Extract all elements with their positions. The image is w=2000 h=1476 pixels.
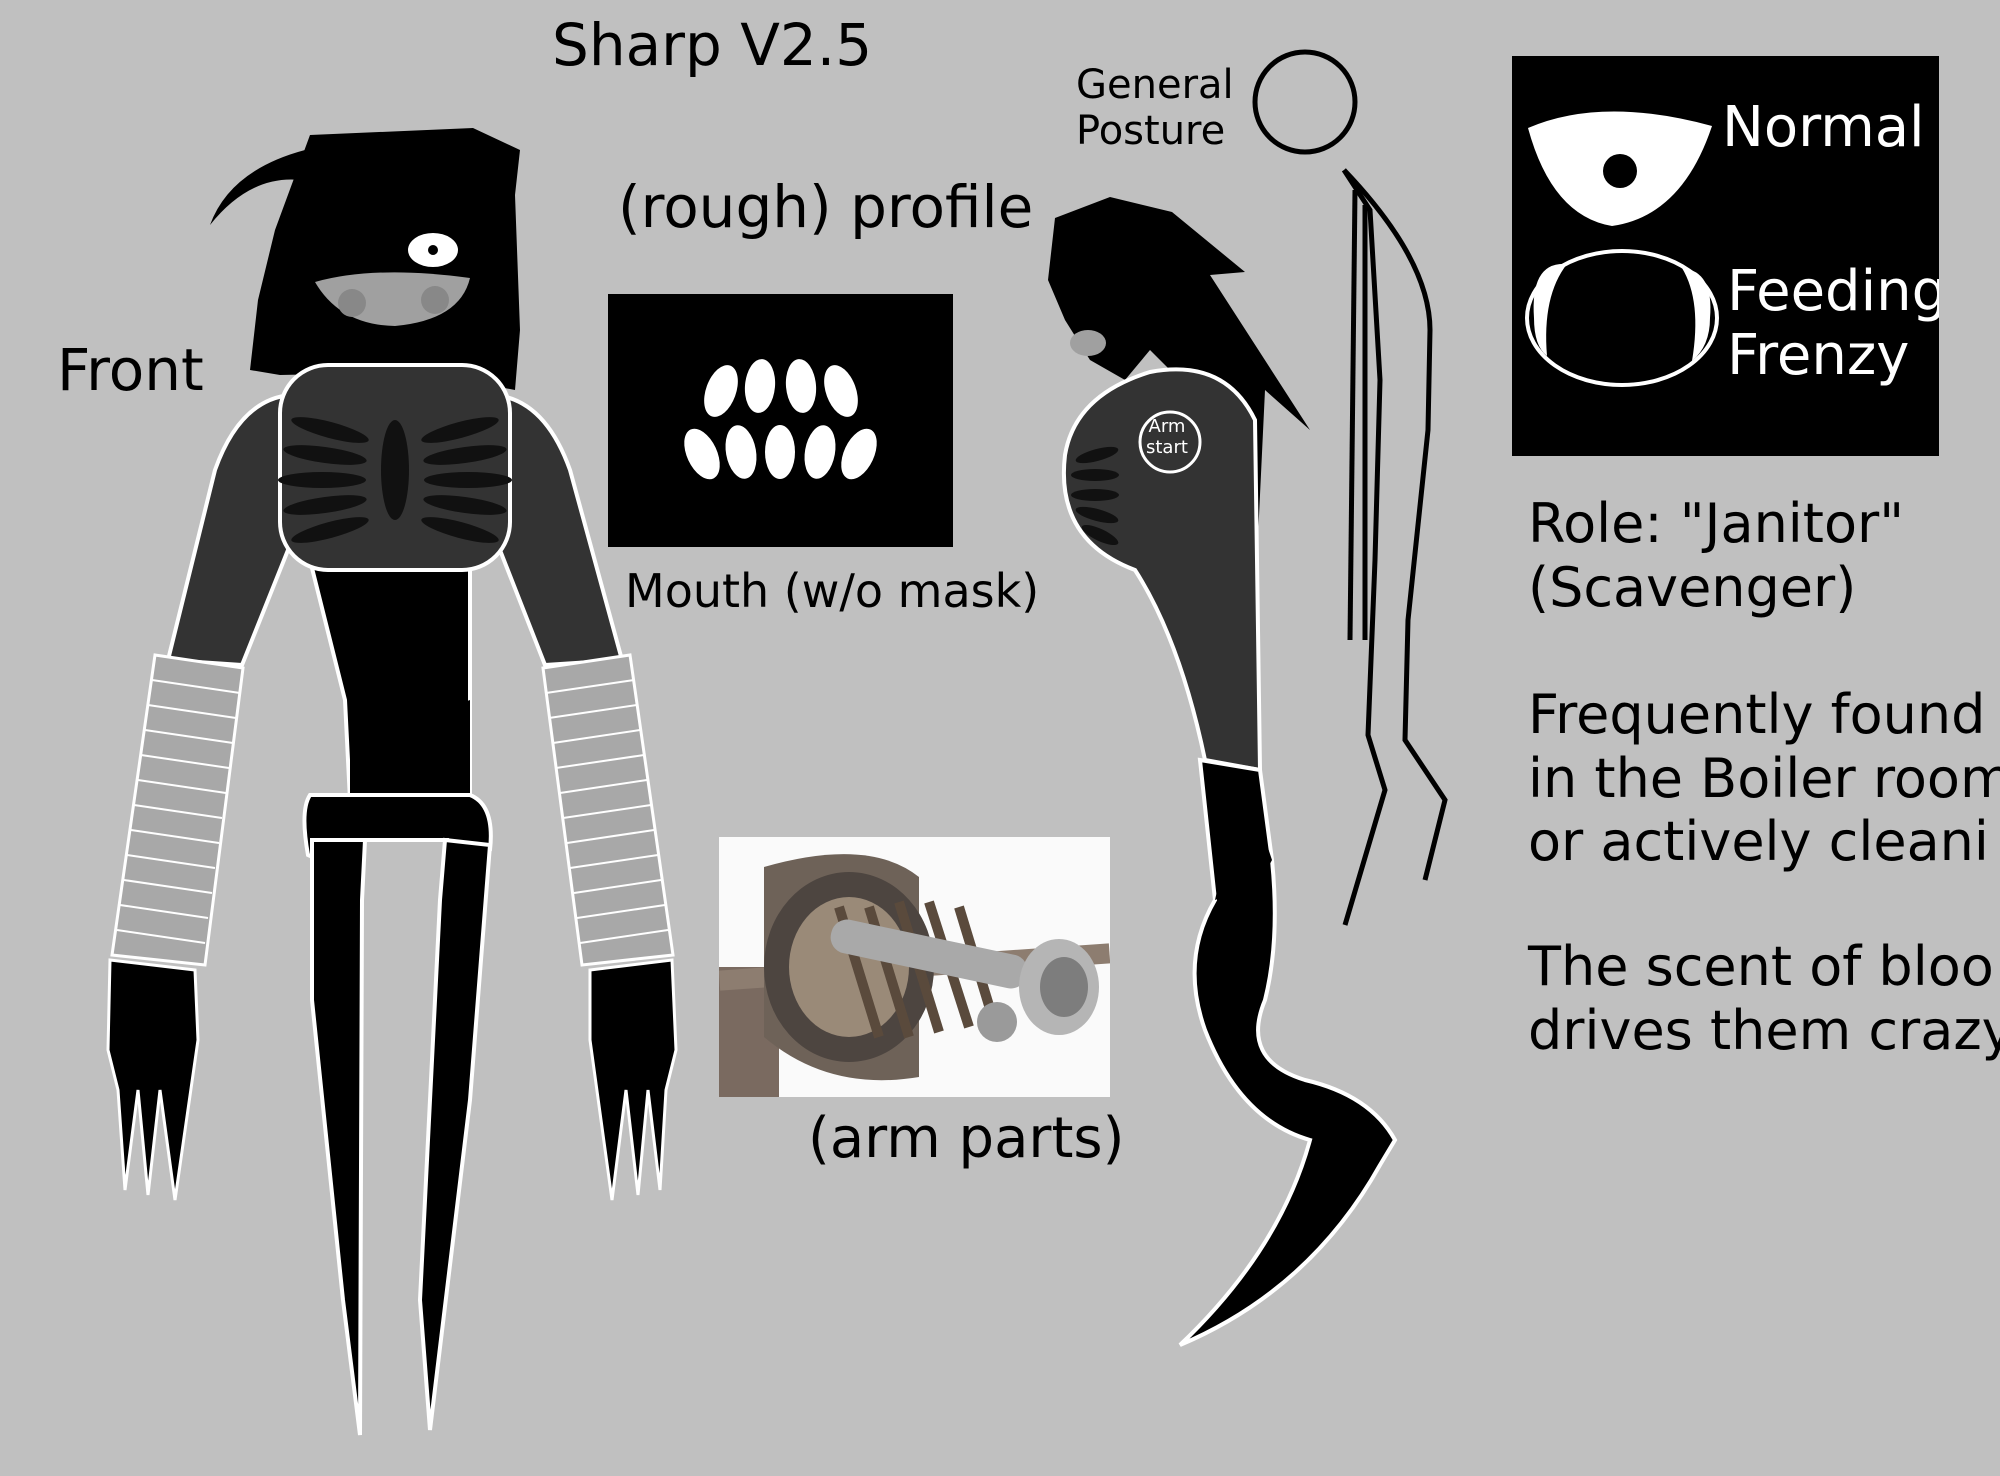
pupil-icon [1603,154,1637,188]
profile-head-hair [1048,197,1310,600]
normal-eye-label: Normal [1722,95,1925,160]
page-title: Sharp V2.5 [552,11,873,79]
head-hair [250,128,520,390]
mouth-teeth-drawing [684,359,877,480]
face-mask [315,272,470,326]
left-forearm-sleeve [110,653,245,967]
tooth [841,428,877,480]
tooth [765,425,795,479]
tooth [824,365,858,417]
right-claw-hand [588,958,678,1201]
posture-line [1342,168,1448,881]
hips [302,793,493,868]
general-posture-label: General Posture [1076,62,1234,154]
right-blade-leg [417,837,493,1431]
left-blade-leg [310,838,368,1436]
profile-leg [1178,757,1398,1347]
mouth-panel [608,294,953,547]
frenzy-eye-icon [1525,249,1719,387]
tooth [785,359,817,413]
description-text: Frequently found in the Boiler room or a… [1528,683,2000,874]
tooth [744,359,776,413]
tooth [684,428,720,480]
eye-states-panel: Normal Feeding Frenzy [1512,56,1939,456]
arm-start-label: Arm start [1146,416,1188,458]
left-upper-arm [165,392,292,668]
head-horn [210,150,305,225]
scent-text: The scent of bloo drives them crazy [1528,935,2000,1062]
torso [302,538,472,802]
right-forearm-sleeve [541,653,675,967]
arm-parts-caption: (arm parts) [808,1106,1125,1171]
tooth [704,365,738,417]
tooth [804,425,836,479]
chest-plate [278,363,512,572]
left-claw-hand [106,958,200,1201]
right-upper-arm [492,392,625,668]
role-text: Role: "Janitor" (Scavenger) [1528,492,1905,619]
arm-parts-photo [719,837,1110,1097]
frenzy-eye-label: Feeding Frenzy [1727,259,1939,389]
tooth [725,425,757,479]
posture-head-icon [1252,49,1358,155]
head-eye [408,233,458,267]
mouth-caption: Mouth (w/o mask) [625,564,1040,618]
front-view-label: Front [57,336,204,404]
profile-view-label: (rough) profile [618,173,1034,241]
